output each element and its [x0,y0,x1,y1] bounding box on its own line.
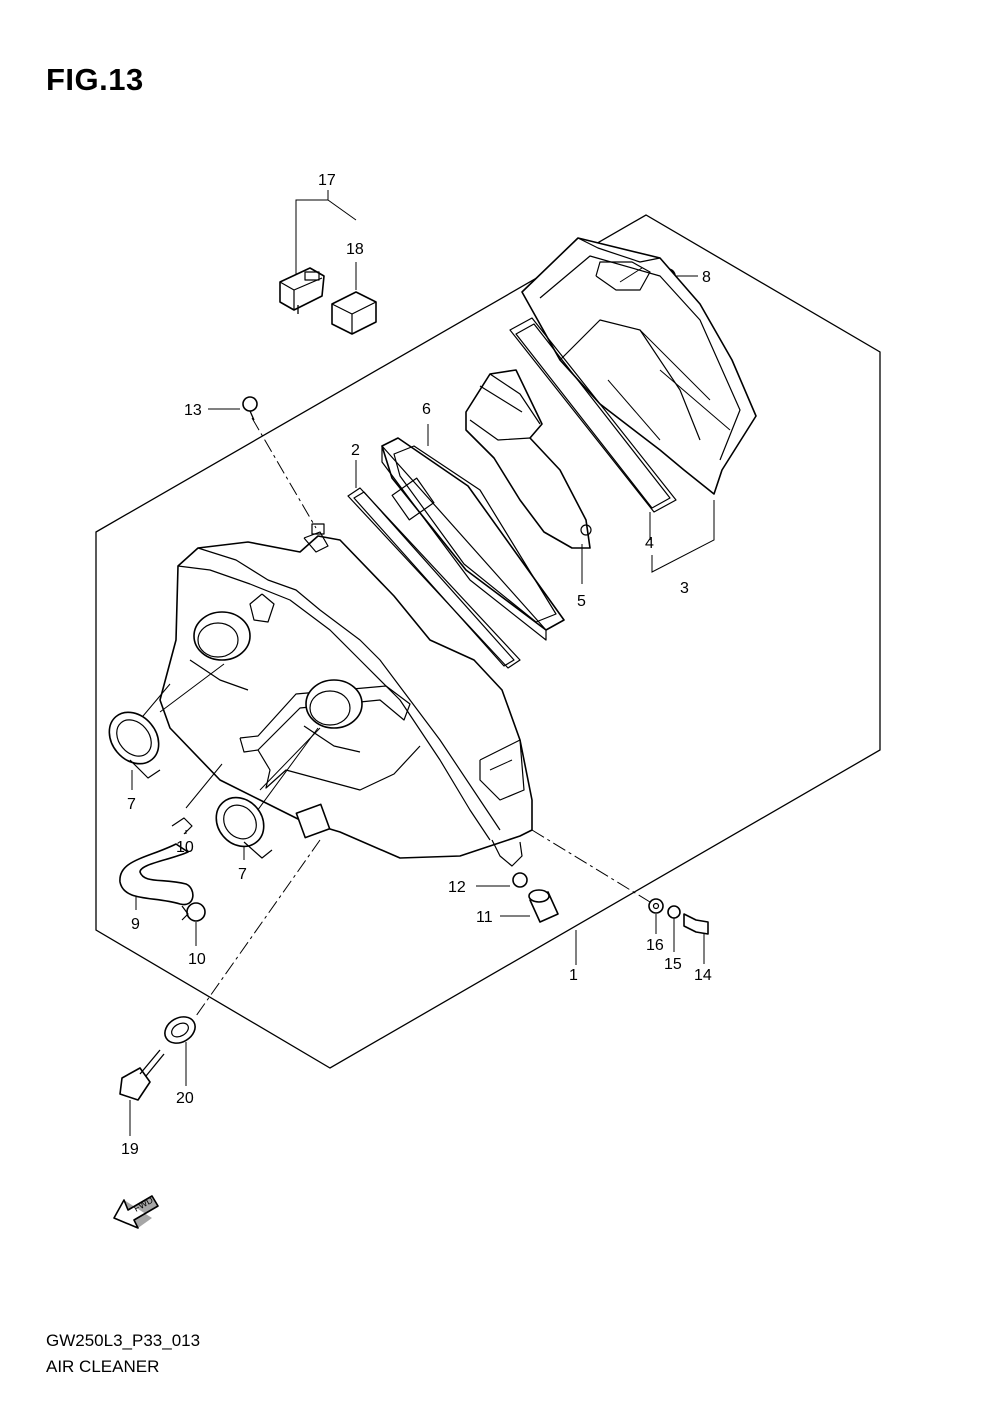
callout-18: 18 [346,241,364,258]
callout-14: 14 [694,967,712,984]
cap-gasket-4 [509,317,715,573]
sensor-19 [119,1049,165,1136]
hose-clip-10-lower [181,902,206,946]
intake-duct-5 [465,369,592,584]
callout-8: 8 [702,269,711,286]
air-filter-element-6 [381,424,565,641]
air-cleaner-cap-3 [521,237,757,495]
callout-2: 2 [351,442,360,459]
connector-cap-18 [331,262,377,335]
clip-12 [476,872,528,888]
drain-hose-9 [119,843,194,910]
callout-9: 9 [131,916,140,933]
grommet-20 [164,1016,196,1086]
drain-plug-11 [500,889,559,923]
callout-20: 20 [176,1090,194,1107]
fwd-arrow-icon [113,1195,159,1229]
callout-7-upper: 7 [127,796,136,813]
callout-3: 3 [680,580,689,597]
callout-6: 6 [422,401,431,418]
sensor-connector-17 [279,190,357,314]
callout-5: 5 [577,593,586,610]
assembly-boundary [95,214,881,1069]
figure-title: FIG.13 [46,62,144,97]
callout-11: 11 [476,909,493,926]
callout-16: 16 [646,937,664,954]
callout-12: 12 [448,879,466,896]
callout-7-lower: 7 [238,866,247,883]
filter-seal-2 [347,460,521,669]
callout-19: 19 [121,1141,139,1158]
section-name: AIR CLEANER [46,1357,160,1376]
callout-10-upper: 10 [176,839,194,856]
part-code: GW250L3_P33_013 [46,1331,201,1350]
washer-16 [648,898,664,934]
washer-15 [667,905,681,952]
callout-17: 17 [318,172,336,189]
intake-clamp-7-lower [215,796,273,860]
callout-10-lower: 10 [188,951,206,968]
callout-13: 13 [184,402,202,419]
intake-clamp-7-upper [108,711,161,790]
air-cleaner-case-1 [159,523,577,965]
bolt-14 [683,913,709,964]
callout-1: 1 [569,967,578,984]
callout-4: 4 [645,535,654,552]
bolt-13 [208,396,258,421]
callout-15: 15 [664,956,682,973]
hose-clip-10-upper [171,817,193,835]
